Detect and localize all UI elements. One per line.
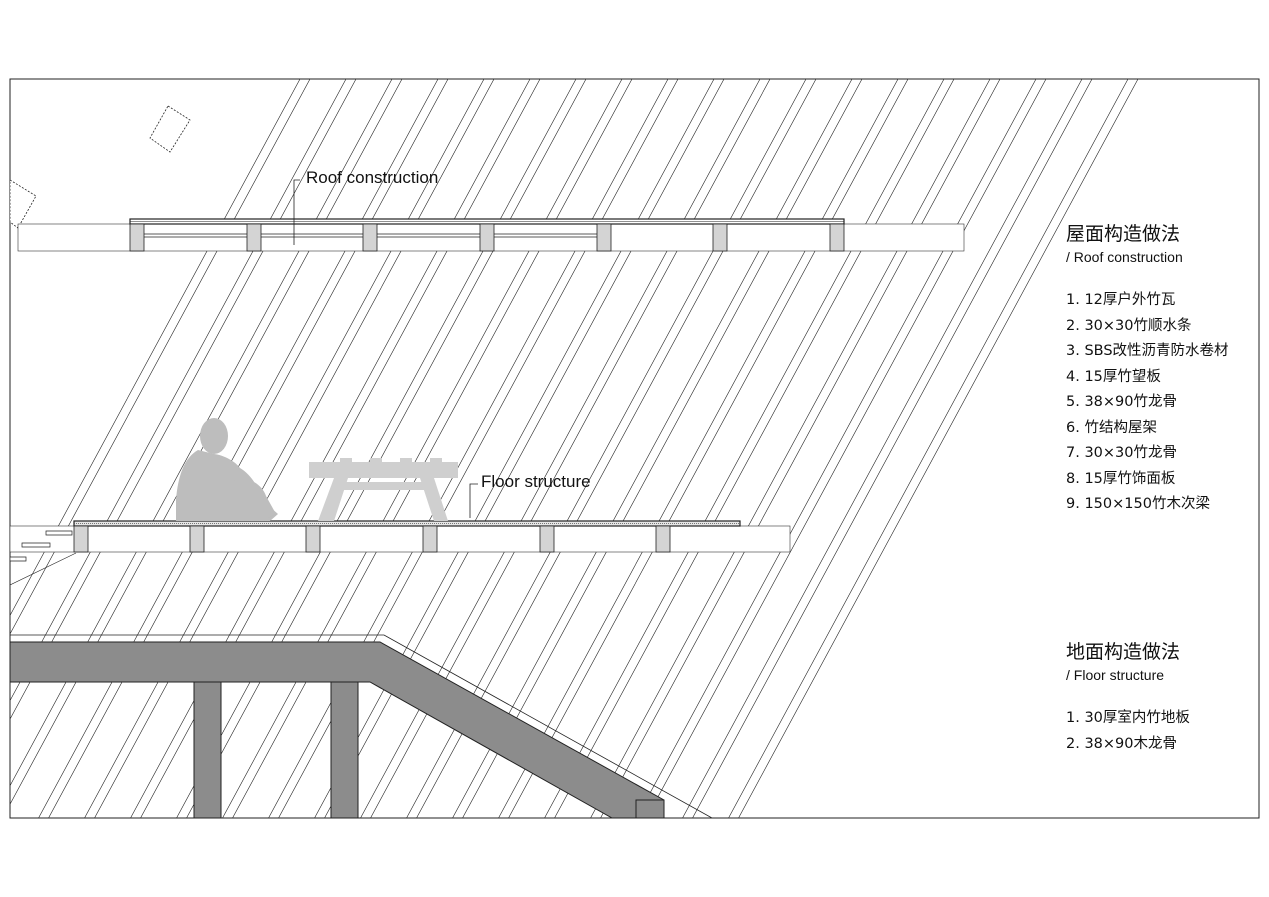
rafter-line bbox=[10, 79, 393, 787]
rafter-line bbox=[10, 79, 311, 635]
joist-block bbox=[305, 525, 321, 553]
list-item: 2. 30×30竹顺水条 bbox=[1066, 317, 1192, 334]
rafter-line bbox=[232, 79, 633, 818]
rafter-line bbox=[186, 79, 587, 818]
rafter-line bbox=[646, 79, 1047, 818]
rafter-line bbox=[94, 79, 495, 818]
rafter-line bbox=[498, 79, 899, 818]
rafter-line bbox=[10, 79, 301, 617]
rafter-line bbox=[222, 79, 623, 818]
floor-structure-section bbox=[10, 520, 791, 586]
joist-block bbox=[129, 223, 145, 252]
floor-callout-leader bbox=[469, 483, 478, 518]
floor-structure-callout: Floor structure bbox=[481, 472, 591, 491]
rafter-line bbox=[48, 79, 449, 818]
rafter-line bbox=[38, 79, 439, 818]
seated-person-silhouette bbox=[176, 418, 278, 521]
roof-legend: 屋面构造做法 / Roof construction 1. 12厚户外竹瓦 2.… bbox=[1066, 222, 1229, 518]
rafter-line bbox=[544, 79, 945, 818]
rafter-line bbox=[600, 79, 1001, 818]
rafter-line bbox=[728, 79, 1129, 818]
rafter-line bbox=[590, 79, 991, 818]
rafter-line bbox=[682, 79, 1083, 818]
list-item: 3. SBS改性沥青防水卷材 bbox=[1066, 343, 1229, 359]
list-item: 1. 12厚户外竹瓦 bbox=[1066, 292, 1176, 308]
rafter-line bbox=[636, 79, 1037, 818]
roof-callout-leader bbox=[293, 179, 300, 245]
list-item: 7. 30×30竹龙骨 bbox=[1066, 445, 1177, 461]
joist-block bbox=[73, 525, 89, 553]
joist-block bbox=[539, 525, 555, 553]
rafter-line bbox=[738, 79, 1139, 818]
bench-silhouette bbox=[309, 458, 458, 521]
roof-legend-title: 屋面构造做法 bbox=[1066, 223, 1181, 245]
joist-block bbox=[362, 223, 378, 252]
rafter-line bbox=[84, 79, 485, 818]
list-item: 4. 15厚竹望板 bbox=[1066, 368, 1161, 385]
rafter-line bbox=[10, 79, 403, 805]
list-item: 2. 38×90木龙骨 bbox=[1066, 735, 1177, 752]
joist-block bbox=[422, 525, 438, 553]
rafter-line bbox=[462, 79, 863, 818]
joist-block bbox=[655, 525, 671, 553]
rafter-line bbox=[10, 79, 347, 702]
joist-block bbox=[246, 223, 262, 252]
joist-block bbox=[189, 525, 205, 553]
list-item: 1. 30厚室内竹地板 bbox=[1066, 710, 1190, 726]
floor-legend-subtitle: / Floor structure bbox=[1066, 667, 1165, 683]
joist-block bbox=[829, 223, 845, 252]
roof-construction-section bbox=[17, 218, 965, 252]
roof-legend-list: 1. 12厚户外竹瓦 2. 30×30竹顺水条 3. SBS改性沥青防水卷材 4… bbox=[1066, 288, 1229, 518]
floor-legend: 地面构造做法 / Floor structure 1. 30厚室内竹地板 2. … bbox=[1066, 640, 1190, 757]
roof-construction-callout: Roof construction bbox=[306, 168, 439, 187]
rafter-line bbox=[314, 79, 715, 818]
rafter-line bbox=[176, 79, 577, 818]
floor-legend-title: 地面构造做法 bbox=[1066, 641, 1181, 663]
main-beam-structure bbox=[10, 634, 713, 818]
joist-block bbox=[596, 223, 612, 252]
rafter-line bbox=[692, 79, 1093, 818]
rafter-line bbox=[10, 79, 357, 720]
list-item: 6. 竹结构屋架 bbox=[1066, 419, 1157, 436]
joist-block bbox=[712, 223, 728, 252]
list-item: 9. 150×150竹木次梁 bbox=[1066, 496, 1210, 512]
rafter-line bbox=[508, 79, 909, 818]
rafter-line bbox=[554, 79, 955, 818]
roof-legend-subtitle: / Roof construction bbox=[1066, 249, 1183, 265]
joist-block bbox=[479, 223, 495, 252]
rafter-line bbox=[324, 79, 725, 818]
list-item: 8. 15厚竹饰面板 bbox=[1066, 470, 1176, 487]
list-item: 5. 38×90竹龙骨 bbox=[1066, 394, 1177, 410]
rafter-line bbox=[452, 79, 853, 818]
floor-legend-list: 1. 30厚室内竹地板 2. 38×90木龙骨 bbox=[1066, 706, 1190, 757]
rafter-line bbox=[416, 79, 817, 818]
ridge-block bbox=[149, 105, 191, 153]
